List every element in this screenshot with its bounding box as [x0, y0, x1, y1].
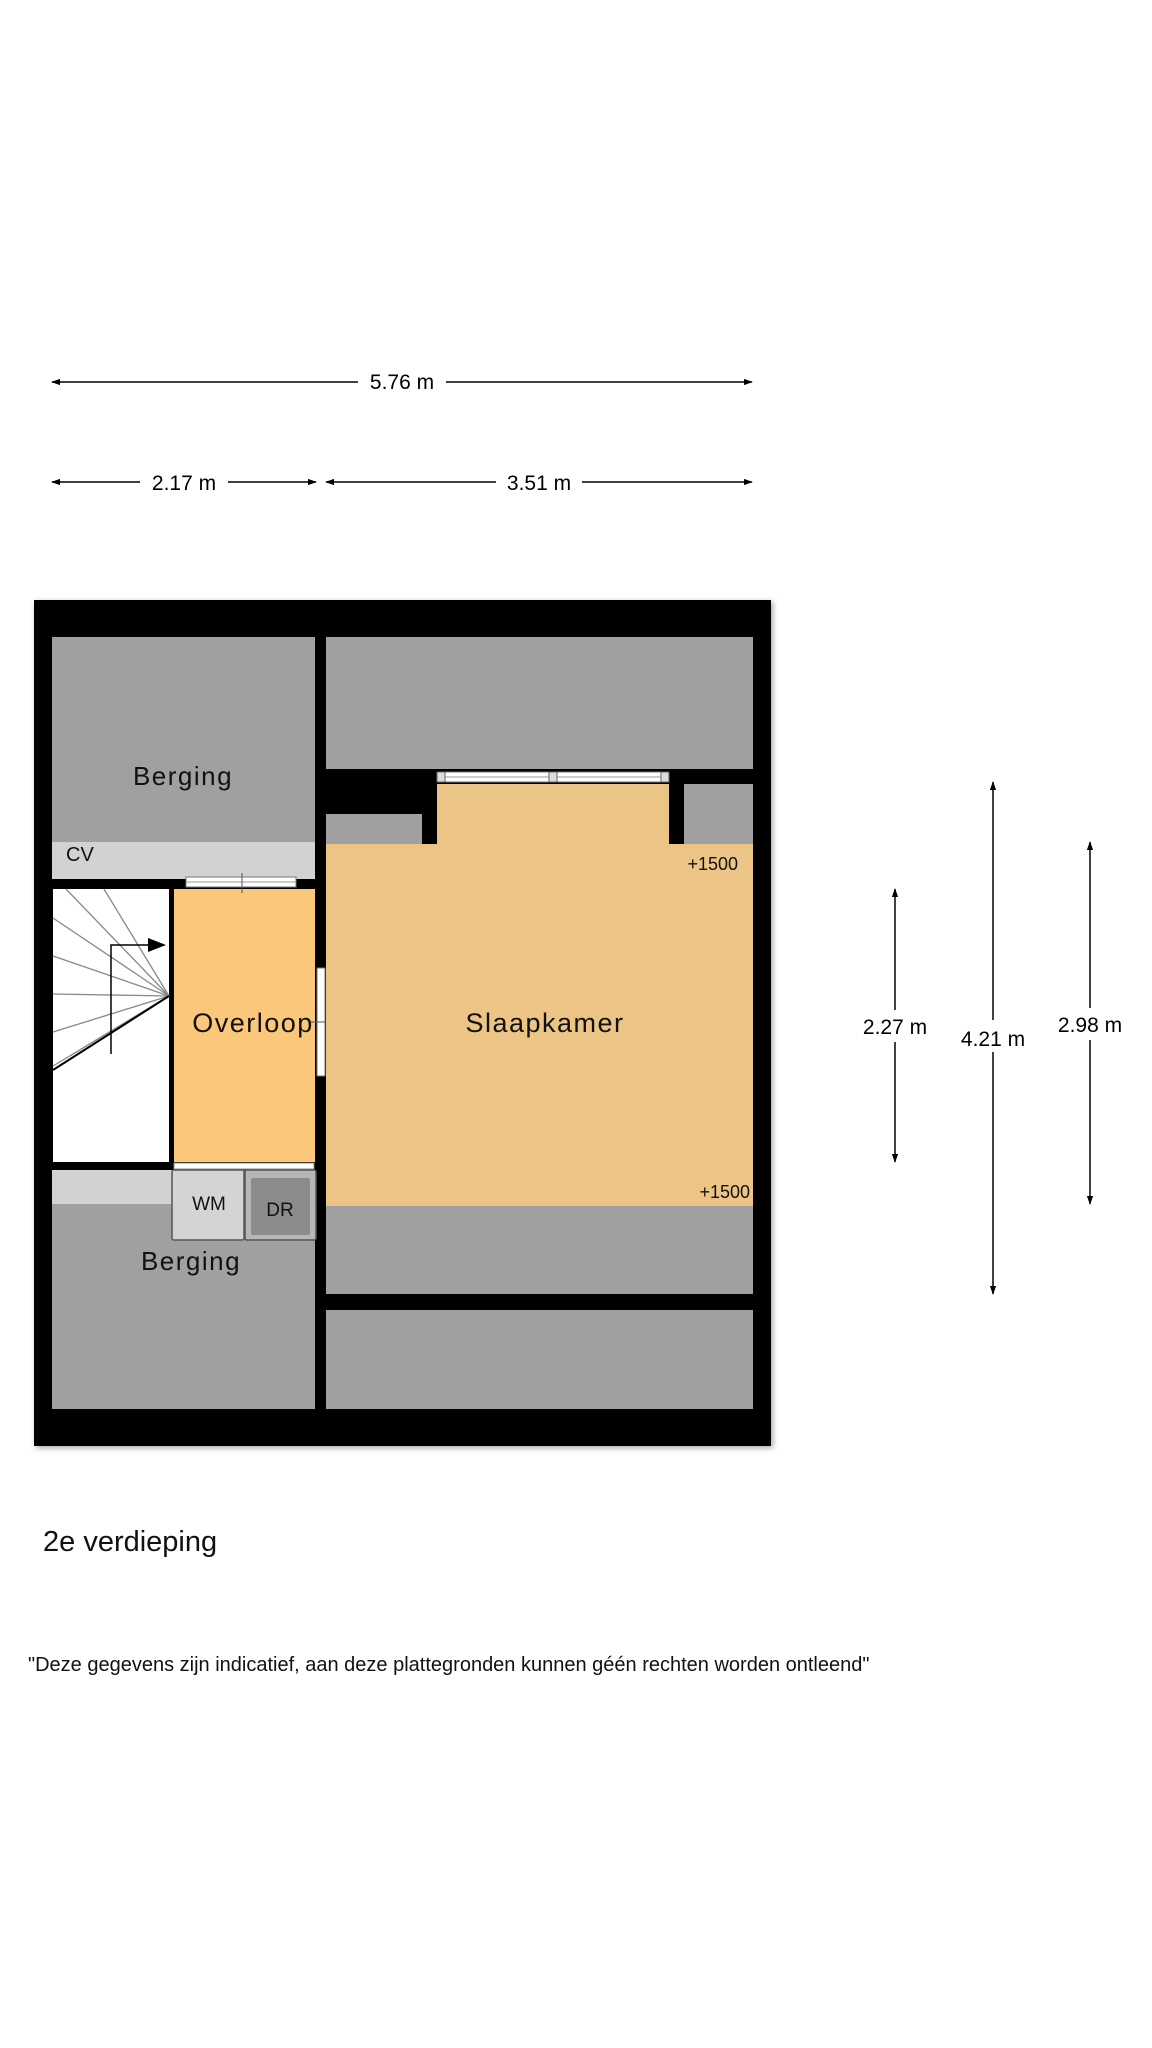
dimension-overloop-depth-label: 2.27 m: [863, 1016, 927, 1039]
slaapkamer-knee-bottom: [326, 1206, 753, 1294]
dimension-slaapkamer-depth-label: 2.98 m: [1058, 1014, 1122, 1037]
label-cv: CV: [66, 844, 94, 866]
slaapkamer-knee-right: [684, 784, 753, 844]
height-bottom: +1500: [699, 1182, 750, 1202]
dimension-slaapkamer-depth: 2.98 m: [1058, 841, 1122, 1205]
slaapkamer-alcove: [437, 784, 669, 844]
dimension-left-width-label: 2.17 m: [152, 472, 216, 495]
washing-machine: [171, 1169, 245, 1241]
dimension-overloop-depth: 2.27 m: [863, 888, 927, 1163]
appliance-window: [173, 1162, 315, 1170]
storage-top-right: [326, 637, 753, 769]
dimension-total-depth-label: 4.21 m: [961, 1028, 1025, 1051]
dryer: [244, 1169, 317, 1241]
slaapkamer-room: [326, 844, 753, 1206]
overloop-window: [185, 873, 297, 893]
label-berging-bottom: Berging: [141, 1246, 241, 1276]
dimension-total-width-label: 5.76 m: [370, 371, 434, 394]
height-top: +1500: [687, 854, 738, 874]
disclaimer: "Deze gegevens zijn indicatief, aan deze…: [28, 1654, 870, 1676]
dimension-right-width: 3.51 m: [325, 472, 753, 495]
overloop-room: [174, 889, 315, 1162]
dimension-total-width: 5.76 m: [51, 371, 753, 394]
label-dr: DR: [266, 1200, 293, 1221]
slaapkamer-window: [436, 771, 670, 783]
dimension-right-width-label: 3.51 m: [507, 472, 571, 495]
label-berging-top: Berging: [133, 761, 233, 791]
floor-title: 2e verdieping: [43, 1526, 218, 1558]
storage-bottom-right: [326, 1310, 753, 1409]
cv-strip: [52, 842, 315, 879]
stair-arrowhead: [148, 938, 166, 952]
label-wm: WM: [192, 1194, 226, 1215]
stair-direction-arrow: [110, 944, 148, 1054]
label-overloop: Overloop: [192, 1008, 314, 1038]
label-slaapkamer: Slaapkamer: [465, 1008, 624, 1038]
berging-top-room: [52, 637, 315, 842]
dimension-total-depth: 4.21 m: [961, 781, 1025, 1295]
dimension-left-width: 2.17 m: [51, 472, 317, 495]
slaapkamer-knee-left: [326, 814, 422, 844]
